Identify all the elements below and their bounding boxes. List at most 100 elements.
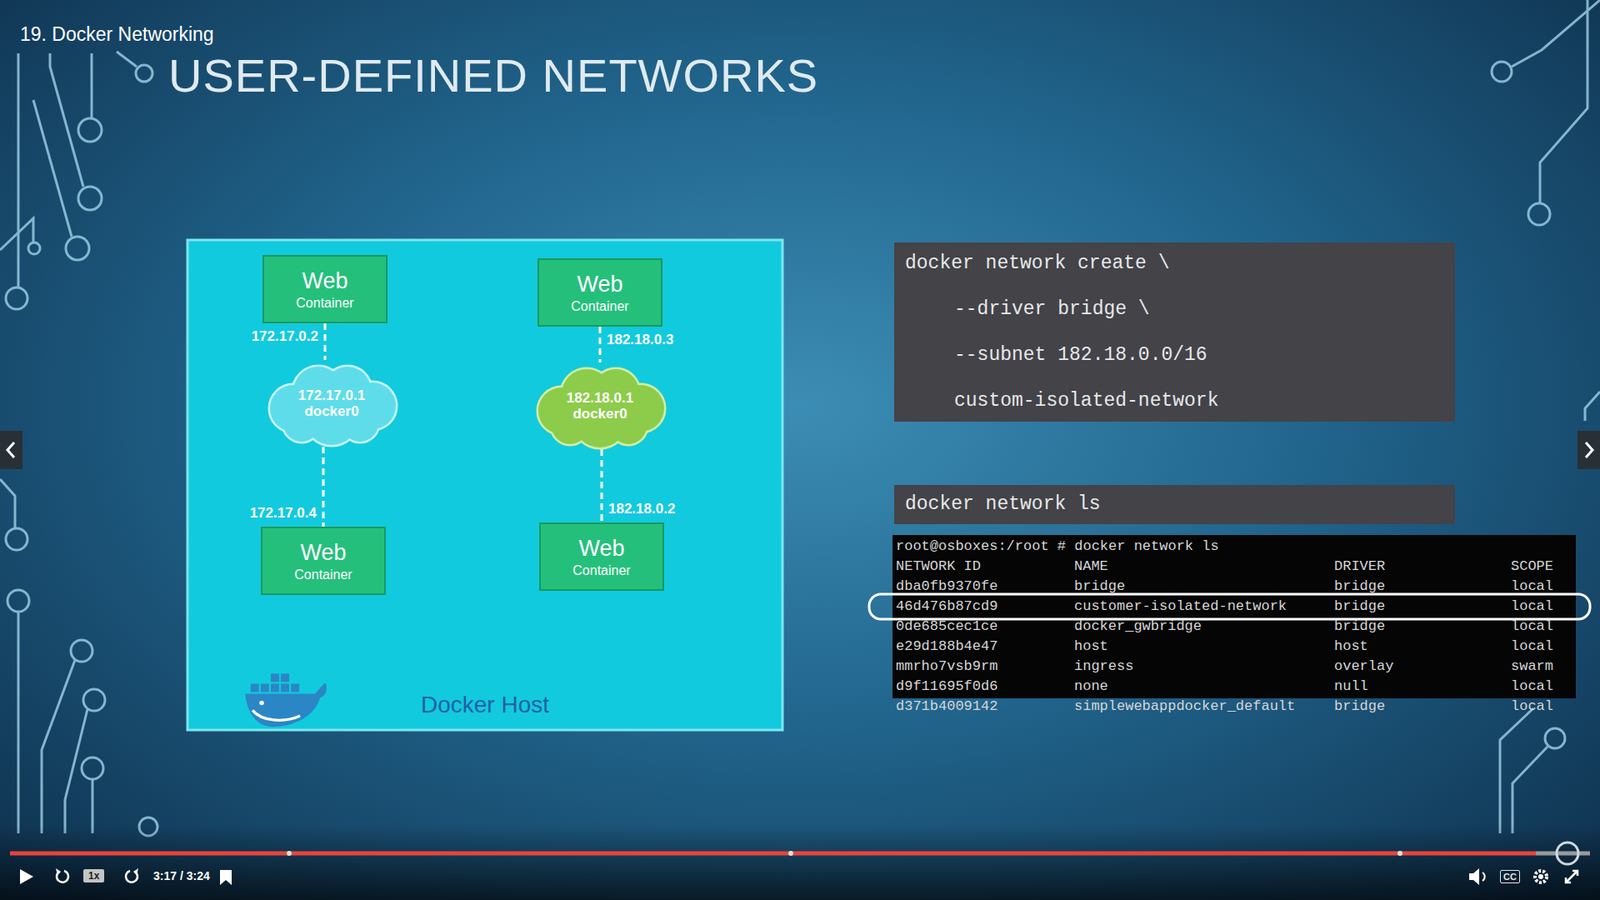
container-label: Web: [576, 270, 623, 298]
circuit-line: [1585, 391, 1600, 421]
terminal-cell: local: [1510, 636, 1554, 657]
container-label: Container: [570, 298, 629, 315]
terminal-cell: local: [1510, 616, 1554, 637]
circuit-line: [1540, 0, 1588, 204]
bridge-label: docker0: [304, 403, 359, 420]
bridge-label: 182.18.0.1: [566, 390, 634, 406]
circuit-line: [116, 51, 137, 67]
host-label: Docker Host: [187, 690, 783, 720]
time-display: 3:17 / 3:24: [153, 869, 210, 883]
player-shade: [0, 825, 1600, 900]
container-label: Web: [300, 539, 346, 566]
terminal-cell: customer-isolated-network: [1074, 596, 1287, 617]
terminal-cell: d9f11695f0d6: [895, 676, 998, 697]
code-line: --driver bridge \: [954, 297, 1150, 321]
forward-icon-head: [133, 868, 139, 875]
terminal-cell: bridge: [1334, 616, 1385, 637]
progress-rest: [1535, 851, 1590, 856]
circuit-node: [28, 242, 40, 255]
code-line: --subnet 182.18.0.0/16: [954, 343, 1208, 367]
video-title: 19. Docker Networking: [20, 23, 215, 46]
whale-container: [270, 684, 280, 693]
captions-button: CC: [1500, 870, 1520, 884]
circuit-node: [78, 118, 102, 142]
terminal-cell: local: [1510, 676, 1554, 697]
progress-played: [10, 851, 1536, 856]
terminal-cell: DRIVER: [1334, 556, 1385, 577]
terminal-screen: [892, 535, 1576, 699]
code-line: docker network create \: [905, 251, 1170, 275]
whale-container: [280, 684, 290, 693]
container-label: Web: [578, 535, 625, 562]
terminal-cell: host: [1074, 636, 1109, 657]
whale-container: [290, 684, 300, 693]
terminal-cell: local: [1510, 576, 1554, 597]
network-link: [324, 323, 327, 360]
terminal-cell: bridge: [1334, 596, 1385, 617]
terminal-cell: SCOPE: [1510, 556, 1554, 577]
terminal-cell: simplewebappdocker_default: [1074, 696, 1295, 717]
chapter-marker: [788, 850, 794, 856]
terminal-cell: d371b4009142: [895, 696, 998, 717]
terminal-cell: overlay: [1334, 656, 1394, 677]
code-panel: docker network ls: [894, 485, 1455, 525]
docker-host: Docker HostWebContainerWebContainer172.1…: [187, 240, 783, 730]
ip-address: 182.18.0.3: [606, 331, 674, 349]
whale-container: [270, 673, 280, 682]
circuit-line: [41, 660, 75, 834]
chapter-marker: [286, 850, 292, 856]
nav-arrow-right: [1577, 430, 1600, 470]
chapter-marker: [1397, 850, 1403, 856]
container-label: Container: [572, 562, 630, 579]
circuit-line: [1512, 746, 1548, 834]
circuit-node: [5, 528, 28, 550]
whale-body: [245, 682, 327, 727]
expand-icon: [1565, 870, 1578, 883]
settings-icon: [1535, 870, 1547, 883]
terminal-cell: none: [1074, 676, 1109, 697]
circuit-node: [65, 236, 90, 260]
circuit-node: [81, 757, 104, 780]
whale-belly: [252, 710, 300, 720]
container-label: Container: [294, 566, 352, 583]
circuit-line: [17, 53, 20, 287]
circuit-node: [135, 65, 153, 82]
bridge-label: 172.17.0.1: [298, 387, 365, 404]
bookmark-icon: [220, 870, 232, 885]
circuit-node: [5, 287, 28, 310]
progress-thumb: [1556, 842, 1579, 865]
code-panel: docker network create \ --driver bridge \…: [894, 242, 1455, 422]
speed-button: 1x: [83, 869, 105, 883]
bridge-cloud: 172.17.0.1docker0: [260, 360, 404, 447]
ip-address: 182.18.0.2: [608, 500, 675, 518]
code-line: docker network ls: [905, 492, 1101, 516]
terminal-cell: 0de685cec1ce: [895, 616, 998, 637]
circuit-node: [1491, 61, 1512, 82]
network-link: [600, 449, 604, 523]
whale-container: [280, 673, 290, 682]
terminal-cell: swarm: [1510, 656, 1554, 677]
play-icon: [20, 869, 34, 885]
terminal-cell: bridge: [1074, 576, 1125, 597]
nav-tab: [1577, 430, 1600, 470]
terminal-cell: NETWORK ID: [895, 556, 981, 577]
terminal-cell: bridge: [1334, 696, 1385, 717]
web-container: WebContainer: [537, 258, 663, 327]
circuit-line: [17, 611, 20, 834]
web-container: WebContainer: [262, 255, 388, 324]
chevron: [7, 442, 15, 458]
ip-address: 172.17.0.4: [250, 505, 317, 522]
web-container: WebContainer: [539, 522, 665, 591]
web-container: WebContainer: [260, 526, 386, 595]
terminal-cell: e29d188b4e47: [895, 636, 998, 657]
terminal-cell: mmrho7vsb9rm: [895, 656, 998, 677]
bridge-cloud: 182.18.0.1docker0: [528, 362, 672, 450]
network-link: [322, 446, 325, 527]
circuit-node: [70, 640, 93, 662]
terminal-cell: bridge: [1334, 576, 1385, 597]
terminal-cell: local: [1510, 596, 1554, 617]
terminal-cell: host: [1334, 636, 1369, 657]
